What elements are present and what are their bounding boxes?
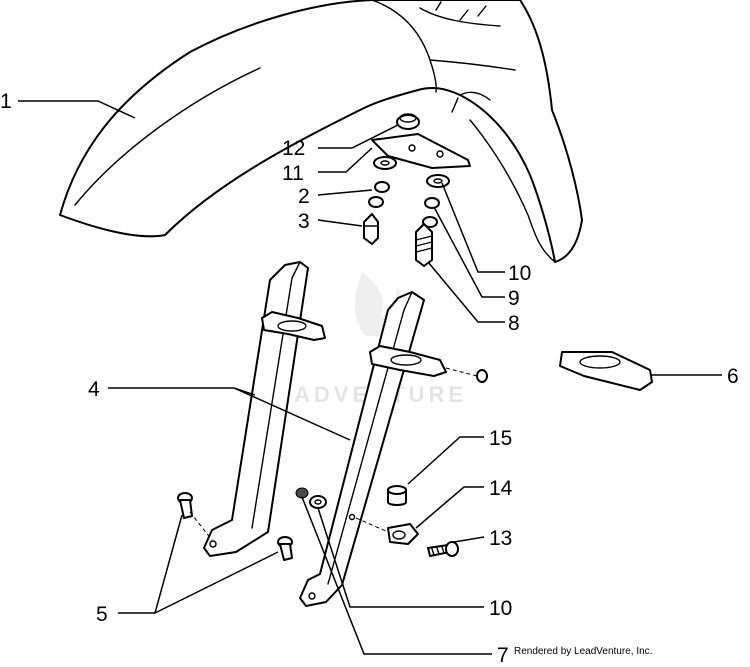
cable-clip	[355, 517, 419, 545]
clamp-ring	[559, 351, 653, 391]
rubber-cap	[396, 113, 420, 130]
callout-13: 13	[489, 527, 512, 550]
callout-12: 12	[282, 137, 305, 160]
callout-4: 4	[88, 378, 100, 401]
left-small-screws	[177, 492, 293, 561]
callout-7: 7	[497, 644, 509, 667]
callout-10-lower: 10	[489, 597, 512, 620]
leader-lines	[18, 100, 722, 655]
callout-14: 14	[489, 477, 513, 500]
callout-9: 9	[508, 287, 520, 310]
small-washers	[368, 181, 440, 228]
fender-bracket-plate	[371, 133, 471, 169]
upper-washers	[373, 156, 450, 188]
front-fender	[59, 0, 583, 263]
fork-nut-and-washer	[295, 487, 327, 509]
spacer	[387, 485, 407, 506]
callout-2: 2	[298, 185, 310, 208]
right-fork-bracket	[299, 291, 447, 607]
render-credit: Rendered by LeadVenture, Inc.	[514, 646, 652, 657]
callout-numbers: 1 12 11 2 3 10 9 8 6 4 15 14 13 5 10 7	[0, 90, 739, 667]
callout-3: 3	[298, 210, 310, 233]
callout-10-upper: 10	[508, 262, 531, 285]
clip-screw	[427, 541, 459, 557]
callout-11: 11	[282, 162, 304, 185]
callout-1: 1	[0, 90, 12, 113]
fender-screws	[363, 213, 433, 267]
clamp-bolt	[445, 367, 488, 383]
callout-5: 5	[96, 603, 108, 626]
callout-15: 15	[489, 427, 512, 450]
watermark-text: LEADVENTURE	[258, 382, 467, 407]
callout-8: 8	[508, 312, 520, 335]
left-fork-bracket	[203, 261, 326, 557]
callout-6: 6	[727, 365, 739, 388]
